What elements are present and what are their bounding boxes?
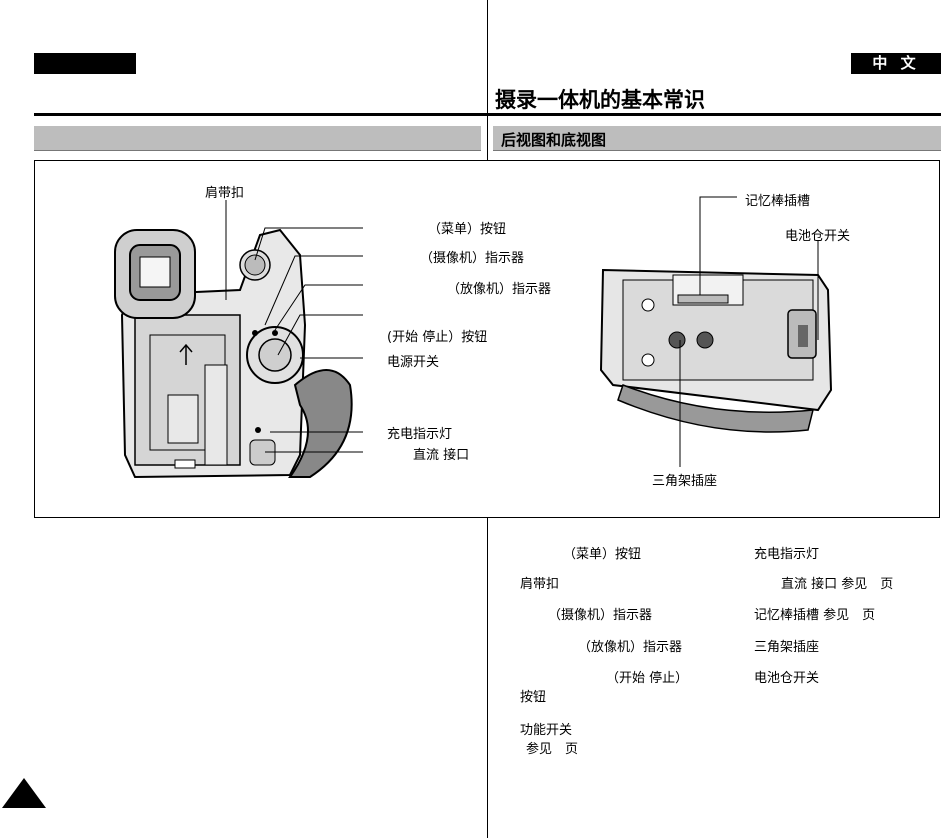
label-camera-indicator: （摄像机）指示器 xyxy=(420,251,525,266)
legend-item-battery-release: 电池仓开关 xyxy=(754,671,820,686)
page-title: 摄录一体机的基本常识 xyxy=(495,88,705,112)
camera-rear-view-image xyxy=(114,228,353,479)
header-rule xyxy=(34,113,941,116)
legend-item-start-stop: （开始 停止） xyxy=(606,671,689,686)
language-badge: 中 文 xyxy=(851,53,941,74)
label-power-switch: 电源开关 xyxy=(387,355,440,370)
legend-item-memory-stick-slot: 记忆棒插槽 参见 页 xyxy=(754,608,876,623)
legend-item-menu-button: （菜单）按钮 xyxy=(563,547,642,562)
legend-item-camera-indicator: （摄像机）指示器 xyxy=(548,608,653,623)
figure-frame xyxy=(34,160,940,518)
left-section-bar xyxy=(34,126,481,151)
label-menu-button: （菜单）按钮 xyxy=(428,222,507,237)
label-charge-lamp: 充电指示灯 xyxy=(387,427,453,442)
label-start-stop-button: (开始 停止）按钮 xyxy=(387,330,488,345)
label-player-indicator: （放像机）指示器 xyxy=(447,282,552,297)
legend-item-charge-lamp: 充电指示灯 xyxy=(754,547,820,562)
label-memory-stick-slot: 记忆棒插槽 xyxy=(745,194,811,209)
section-title-bar xyxy=(493,126,941,151)
camera-bottom-view-image xyxy=(599,268,833,433)
legend-item-shoulder-strap: 肩带扣 xyxy=(520,577,560,592)
page-divider-top xyxy=(487,0,488,160)
label-dc-jack: 直流 接口 xyxy=(413,448,470,463)
page-corner-triangle-icon xyxy=(2,778,46,808)
legend-item-tripod-socket: 三角架插座 xyxy=(754,640,820,655)
legend-item-player-indicator: （放像机）指示器 xyxy=(578,640,683,655)
label-tripod-socket: 三角架插座 xyxy=(652,474,718,489)
label-shoulder-strap: 肩带扣 xyxy=(205,186,245,201)
legend-item-dc-jack: 直流 接口 参见 页 xyxy=(781,577,894,592)
page-divider-bottom xyxy=(487,518,488,838)
legend-item-function-switch: 功能开关 xyxy=(520,723,573,738)
section-title: 后视图和底视图 xyxy=(501,131,607,149)
left-header-black-tab xyxy=(34,53,136,74)
label-battery-release: 电池仓开关 xyxy=(785,229,851,244)
legend-item-function-switch-ref: 参见 页 xyxy=(526,742,579,757)
legend-item-start-stop-button: 按钮 xyxy=(520,690,547,705)
